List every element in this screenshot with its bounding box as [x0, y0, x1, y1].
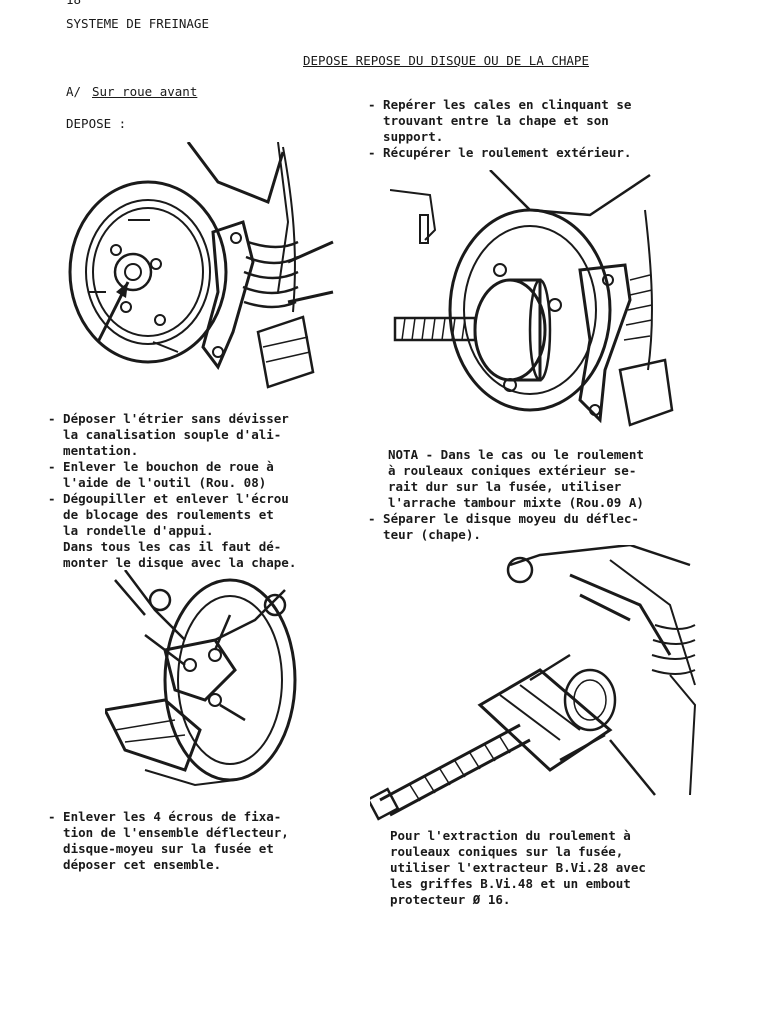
text-line: - Enlever le bouchon de roue à	[48, 459, 274, 474]
text-line: teur (chape).	[368, 527, 481, 542]
text-line: trouvant entre la chape et son	[368, 113, 609, 128]
text-line: mentation.	[48, 443, 139, 458]
text-line: à rouleaux coniques extérieur se-	[388, 463, 637, 478]
text-line: Dans tous les cas il faut dé-	[48, 539, 282, 554]
subsection-title: Sur roue avant	[92, 84, 198, 99]
text-line: NOTA - Dans le cas ou le roulement	[388, 447, 644, 462]
depose-label: DEPOSE :	[66, 116, 127, 131]
page-heading: DEPOSE REPOSE DU DISQUE OU DE LA CHAPE	[303, 53, 589, 68]
text-line: rait dur sur la fusée, utiliser	[388, 479, 622, 494]
text-line: - Récupérer le roulement extérieur.	[368, 145, 632, 160]
text-line: les griffes B.Vi.48 et un embout	[390, 876, 631, 891]
text-line: - Déposer l'étrier sans dévisser	[48, 411, 289, 426]
text-line: protecteur Ø 16.	[390, 892, 511, 907]
figure-hub-rear	[102, 569, 305, 799]
text-line: Pour l'extraction du roulement à	[390, 828, 631, 843]
text-line: la rondelle d'appui.	[48, 523, 214, 538]
text-line: tion de l'ensemble déflecteur,	[48, 825, 289, 840]
text-line: disque-moyeu sur la fusée et	[48, 841, 274, 856]
text-line: l'arrache tambour mixte (Rou.09 A)	[388, 495, 644, 510]
text-line: monter le disque avec la chape.	[48, 555, 297, 570]
figure-hub-puller	[389, 169, 680, 439]
text-line: déposer cet ensemble.	[48, 857, 222, 872]
subsection-prefix: A/	[66, 84, 82, 99]
section-title: SYSTEME DE FREINAGE	[66, 16, 209, 31]
text-line: utiliser l'extracteur B.Vi.28 avec	[390, 860, 646, 875]
page-number: 18	[66, 0, 81, 8]
text-line: la canalisation souple d'ali-	[48, 427, 282, 442]
text-line: - Repérer les cales en clinquant se	[368, 97, 632, 112]
text-line: - Enlever les 4 écrous de fixa-	[48, 809, 282, 824]
text-line: - Séparer le disque moyeu du déflec-	[368, 511, 639, 526]
text-line: - Dégoupiller et enlever l'écrou	[48, 491, 289, 506]
figure-disc-front	[68, 141, 338, 401]
text-line: support.	[368, 129, 444, 144]
text-line: rouleaux coniques sur la fusée,	[390, 844, 624, 859]
text-line: l'aide de l'outil (Rou. 08)	[48, 475, 267, 490]
text-line: de blocage des roulements et	[48, 507, 274, 522]
figure-extractor	[366, 543, 700, 829]
